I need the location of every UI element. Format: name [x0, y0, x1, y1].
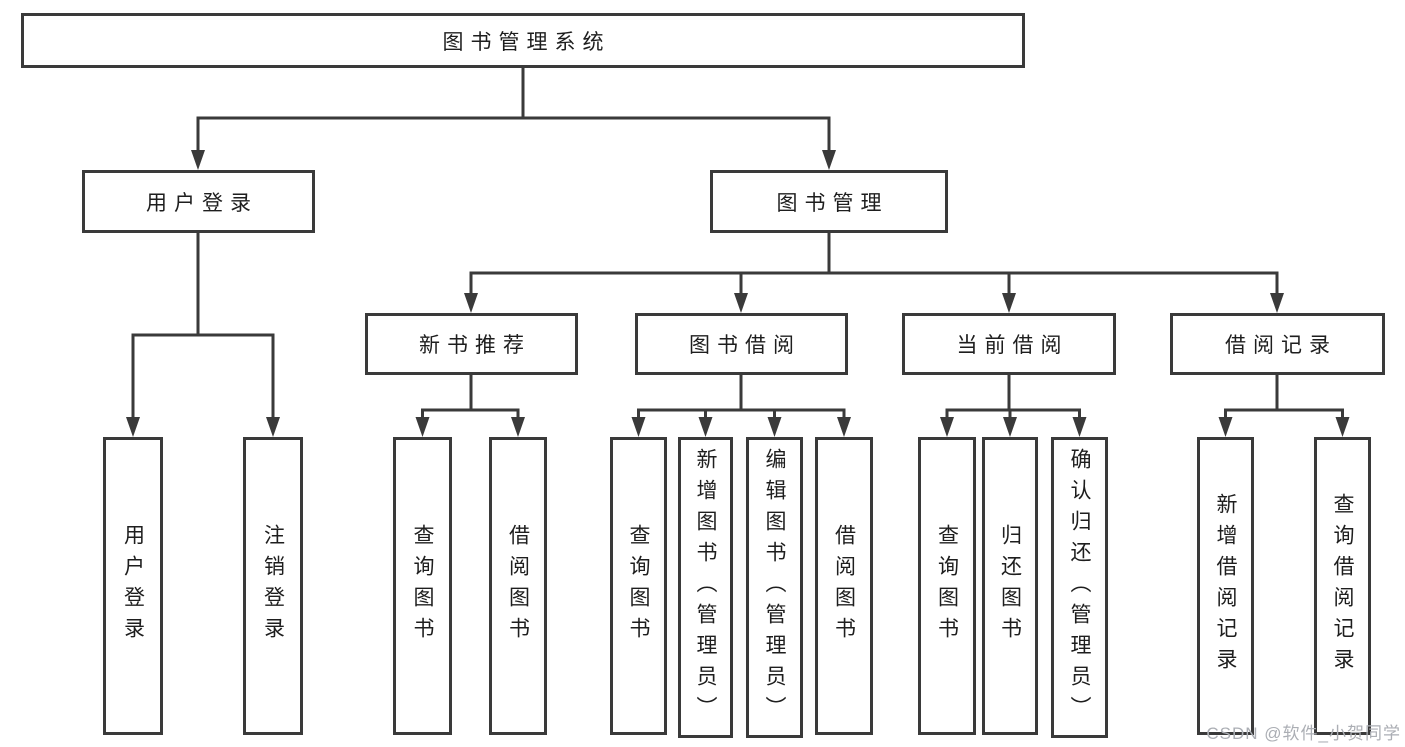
leaf-query-books-borrowing: 查询图书	[610, 437, 667, 735]
leaf-borrow-books-recommend: 借阅图书	[489, 437, 547, 735]
leaf-return-books: 归还图书	[982, 437, 1038, 735]
leaf-return-books-label: 归还图书	[998, 524, 1022, 648]
leaf-borrow-books-borrowing-label: 借阅图书	[832, 524, 856, 648]
leaf-borrow-books-borrowing: 借阅图书	[815, 437, 873, 735]
leaf-query-books-recommend: 查询图书	[393, 437, 452, 735]
leaf-query-books-current-label: 查询图书	[935, 524, 959, 648]
leaf-query-borrow-record: 查询借阅记录	[1314, 437, 1371, 735]
leaf-add-borrow-record-label: 新增借阅记录	[1214, 493, 1237, 679]
leaf-query-books-borrowing-label: 查询图书	[627, 524, 650, 648]
leaf-query-books-current: 查询图书	[918, 437, 976, 735]
leaf-logout-label: 注销登录	[261, 524, 285, 648]
leaf-confirm-return-admin-label: 确认归还（管理员）	[1068, 448, 1091, 727]
node-current-borrowing: 当前借阅	[902, 313, 1116, 375]
node-root-label: 图书管理系统	[442, 30, 611, 54]
node-user-login: 用户登录	[82, 170, 315, 233]
node-user-login-label: 用户登录	[146, 191, 258, 215]
node-root-system: 图书管理系统	[21, 13, 1025, 68]
leaf-logout: 注销登录	[243, 437, 303, 735]
csdn-watermark: CSDN @软件_小贺同学	[1206, 724, 1401, 743]
node-book-borrowing-label: 图书借阅	[689, 334, 801, 357]
leaf-user-login: 用户登录	[103, 437, 163, 735]
leaf-edit-books-admin: 编辑图书（管理员）	[746, 437, 803, 738]
node-new-book-recommend: 新书推荐	[365, 313, 578, 375]
node-book-management: 图书管理	[710, 170, 948, 233]
leaf-query-borrow-record-label: 查询借阅记录	[1331, 493, 1354, 679]
leaf-add-books-admin: 新增图书（管理员）	[678, 437, 733, 738]
node-book-management-label: 图书管理	[776, 191, 889, 215]
leaf-confirm-return-admin: 确认归还（管理员）	[1051, 437, 1108, 738]
leaf-borrow-books-recommend-label: 借阅图书	[506, 524, 530, 648]
leaf-add-books-admin-label: 新增图书（管理员）	[694, 448, 717, 727]
node-new-book-recommend-label: 新书推荐	[419, 334, 531, 357]
leaf-edit-books-admin-label: 编辑图书（管理员）	[763, 448, 786, 727]
node-borrow-records: 借阅记录	[1170, 313, 1385, 375]
leaf-query-books-recommend-label: 查询图书	[411, 524, 434, 648]
node-book-borrowing: 图书借阅	[635, 313, 848, 375]
leaf-user-login-label: 用户登录	[121, 524, 145, 648]
node-current-borrowing-label: 当前借阅	[956, 334, 1069, 357]
leaf-add-borrow-record: 新增借阅记录	[1197, 437, 1254, 735]
node-borrow-records-label: 借阅记录	[1225, 334, 1337, 357]
